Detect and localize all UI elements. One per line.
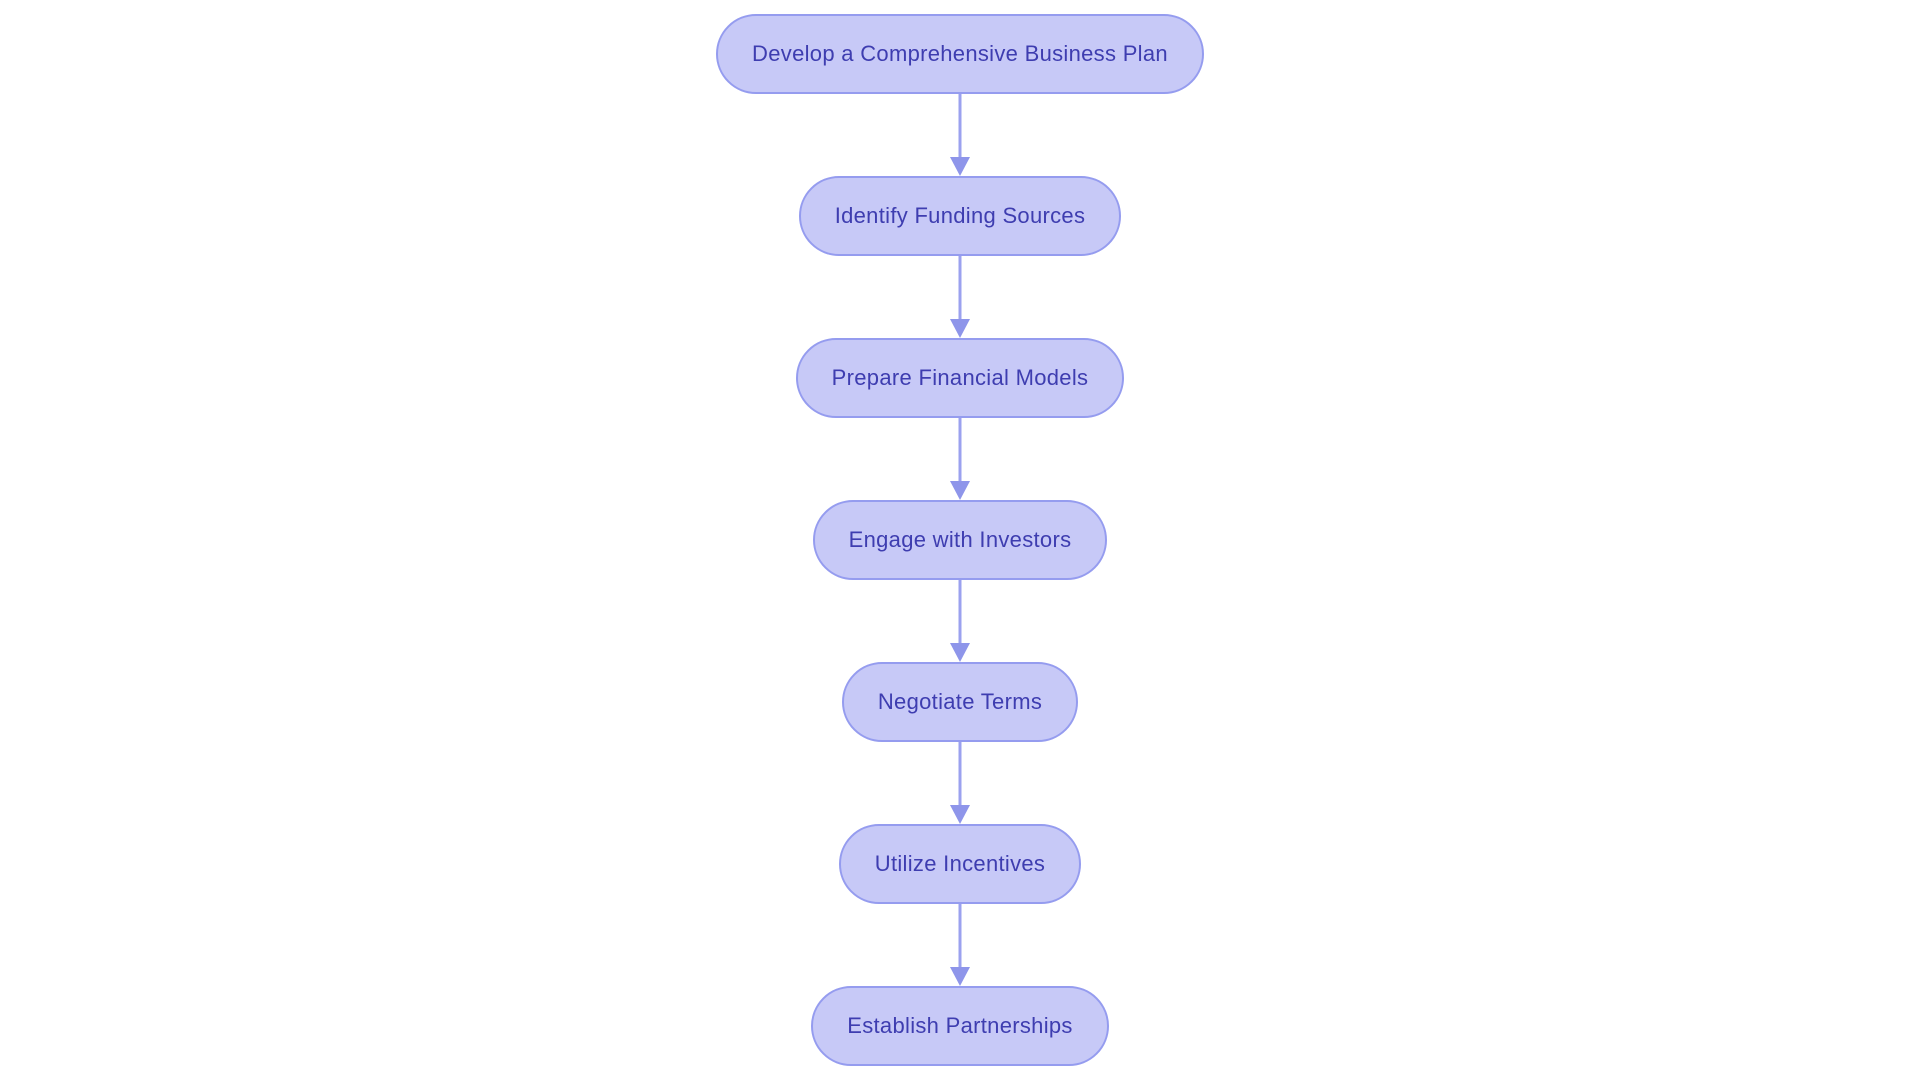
flow-node-negotiate-terms: Negotiate Terms — [841, 662, 1079, 742]
flow-node-prepare-financial-models: Prepare Financial Models — [795, 338, 1125, 418]
flow-node-label: Identify Funding Sources — [834, 203, 1086, 228]
flow-node-utilize-incentives: Utilize Incentives — [838, 824, 1082, 904]
flow-node-label: Negotiate Terms — [877, 689, 1043, 714]
flow-node-label: Prepare Financial Models — [831, 365, 1089, 390]
down-arrow-connector-icon — [950, 580, 970, 662]
flow-node-label: Establish Partnerships — [847, 1013, 1073, 1038]
flow-node-label: Engage with Investors — [848, 527, 1072, 552]
flow-node-label: Develop a Comprehensive Business Plan — [752, 41, 1168, 66]
flow-node-label: Utilize Incentives — [874, 851, 1046, 876]
down-arrow-connector-icon — [950, 256, 970, 338]
flow-node-develop-business-plan: Develop a Comprehensive Business Plan — [716, 14, 1204, 94]
down-arrow-connector-icon — [950, 904, 970, 986]
flow-node-identify-funding-sources: Identify Funding Sources — [798, 176, 1122, 256]
flow-column: Develop a Comprehensive Business Plan Id… — [0, 14, 1920, 1066]
flow-node-establish-partnerships: Establish Partnerships — [811, 986, 1109, 1066]
down-arrow-connector-icon — [950, 94, 970, 176]
down-arrow-connector-icon — [950, 418, 970, 500]
flow-node-engage-with-investors: Engage with Investors — [812, 500, 1108, 580]
down-arrow-connector-icon — [950, 742, 970, 824]
